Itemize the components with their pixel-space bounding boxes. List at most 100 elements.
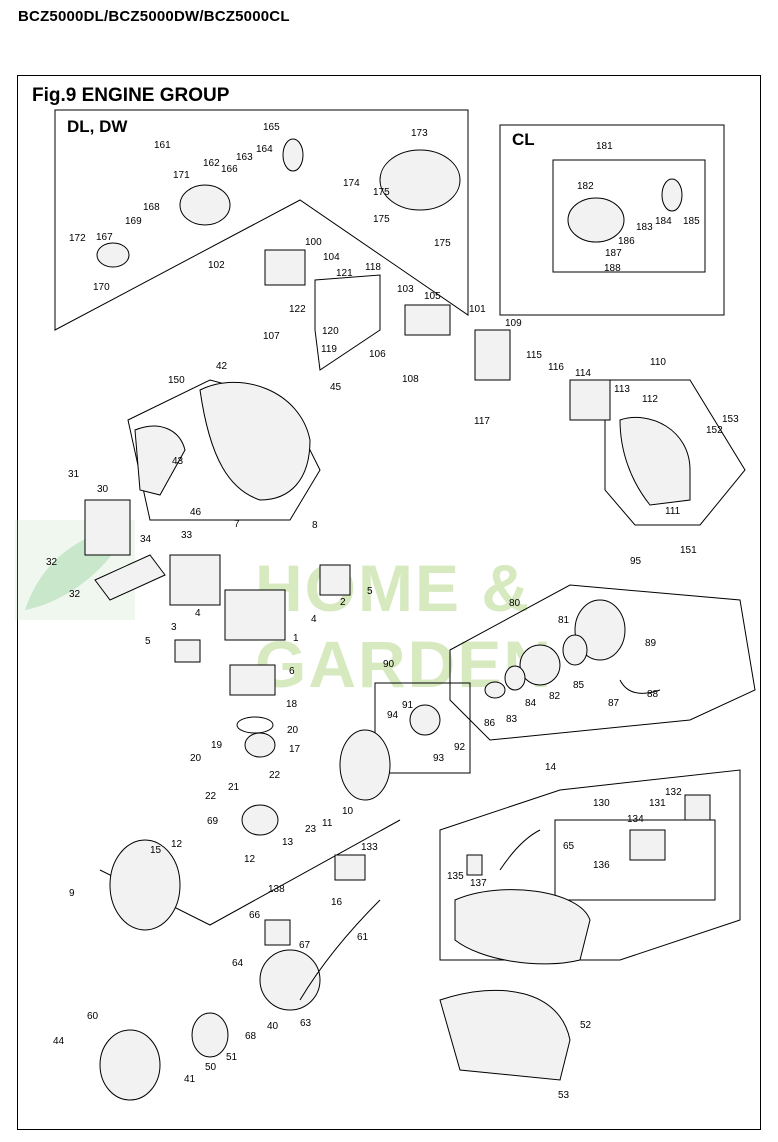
callout-170: 170 xyxy=(93,282,110,293)
callout-175: 175 xyxy=(373,187,390,198)
coil-61 xyxy=(264,919,291,946)
housing-162 xyxy=(179,184,231,226)
plate-85 xyxy=(562,634,588,666)
shaft-167 xyxy=(96,242,130,268)
callout-85: 85 xyxy=(573,680,585,691)
cover-43 xyxy=(134,425,186,496)
callout-115: 115 xyxy=(526,350,542,361)
callout-41: 41 xyxy=(184,1074,196,1085)
fuel-tank-130 xyxy=(454,889,591,965)
callout-40: 40 xyxy=(267,1021,279,1032)
callout-10: 10 xyxy=(342,806,354,817)
cover-42-outline xyxy=(127,379,321,521)
callout-173: 173 xyxy=(411,128,428,139)
callout-92: 92 xyxy=(454,742,466,753)
callout-108: 108 xyxy=(402,374,419,385)
callout-152: 152 xyxy=(706,425,723,436)
callout-165: 165 xyxy=(263,122,280,133)
callout-32: 32 xyxy=(46,557,58,568)
callout-69: 69 xyxy=(207,816,219,827)
callout-67: 67 xyxy=(299,940,311,951)
callout-33: 33 xyxy=(181,530,193,541)
callout-151: 151 xyxy=(680,545,697,556)
callout-122: 122 xyxy=(289,304,306,315)
ring-18 xyxy=(236,716,274,734)
callout-117: 117 xyxy=(474,416,490,427)
subassembly-131-outline xyxy=(554,819,716,901)
pump-132 xyxy=(629,829,666,861)
callout-130: 130 xyxy=(593,798,610,809)
callout-120: 120 xyxy=(322,326,339,337)
callout-93: 93 xyxy=(433,753,445,764)
callout-45: 45 xyxy=(330,382,342,393)
callout-11: 11 xyxy=(322,818,333,829)
callout-185: 185 xyxy=(683,216,700,227)
callout-17: 17 xyxy=(289,744,301,755)
callout-61: 61 xyxy=(357,932,369,943)
callout-150: 150 xyxy=(168,375,185,386)
cl-group-outline xyxy=(499,124,725,316)
callout-8: 8 xyxy=(312,520,318,531)
callout-112: 112 xyxy=(642,394,658,405)
callout-136: 136 xyxy=(593,860,610,871)
wire-67 xyxy=(299,899,381,1001)
callout-2: 2 xyxy=(340,597,346,608)
callout-135: 135 xyxy=(447,871,464,882)
callout-182: 182 xyxy=(577,181,594,192)
callout-166: 166 xyxy=(221,164,238,175)
callout-101: 101 xyxy=(469,304,486,315)
callout-163: 163 xyxy=(236,152,253,163)
callout-118: 118 xyxy=(365,262,381,273)
callout-175: 175 xyxy=(434,238,451,249)
fan-housing-40 xyxy=(99,1029,161,1101)
callout-7: 7 xyxy=(234,519,240,530)
callout-22: 22 xyxy=(205,791,217,802)
pawl-91 xyxy=(409,704,441,736)
ratchet-83 xyxy=(484,681,506,699)
callout-121: 121 xyxy=(336,268,353,279)
primer-134 xyxy=(684,794,711,821)
switch-65 xyxy=(334,854,366,881)
callout-161: 161 xyxy=(154,140,171,151)
callout-21: 21 xyxy=(228,782,240,793)
housing-182 xyxy=(567,197,625,243)
callout-9: 9 xyxy=(69,888,75,899)
callout-31: 31 xyxy=(68,469,80,480)
callout-20: 20 xyxy=(190,753,202,764)
dl-dw-group-outline xyxy=(54,109,469,331)
callout-183: 183 xyxy=(636,222,653,233)
callout-89: 89 xyxy=(645,638,657,649)
callout-172: 172 xyxy=(69,233,86,244)
callout-119: 119 xyxy=(321,344,337,355)
group-label-cl: CL xyxy=(512,130,535,149)
callout-46: 46 xyxy=(190,507,202,518)
callout-15: 15 xyxy=(150,845,162,856)
callout-5: 5 xyxy=(145,636,151,647)
callout-23: 23 xyxy=(305,824,317,835)
callout-90: 90 xyxy=(383,659,395,670)
callout-50: 50 xyxy=(205,1062,217,1073)
callout-83: 83 xyxy=(506,714,518,725)
callout-4: 4 xyxy=(195,608,201,619)
cylinder-1 xyxy=(224,589,286,641)
callout-44: 44 xyxy=(53,1036,65,1047)
callout-60: 60 xyxy=(87,1011,99,1022)
bracket-109 xyxy=(474,329,511,381)
callout-42: 42 xyxy=(216,361,228,372)
callout-174: 174 xyxy=(343,178,360,189)
callout-132: 132 xyxy=(665,787,682,798)
callout-102: 102 xyxy=(208,260,225,271)
callout-104: 104 xyxy=(323,252,340,263)
air-cover-110 xyxy=(619,416,691,506)
gasket-6 xyxy=(229,664,276,696)
starter-case-81 xyxy=(574,599,626,661)
reel-82 xyxy=(519,644,561,686)
muffler-30 xyxy=(84,499,131,556)
callout-187: 187 xyxy=(605,248,622,259)
callout-106: 106 xyxy=(369,349,386,360)
callout-111: 111 xyxy=(665,506,681,517)
callout-186: 186 xyxy=(618,236,635,247)
callout-110: 110 xyxy=(650,357,666,368)
